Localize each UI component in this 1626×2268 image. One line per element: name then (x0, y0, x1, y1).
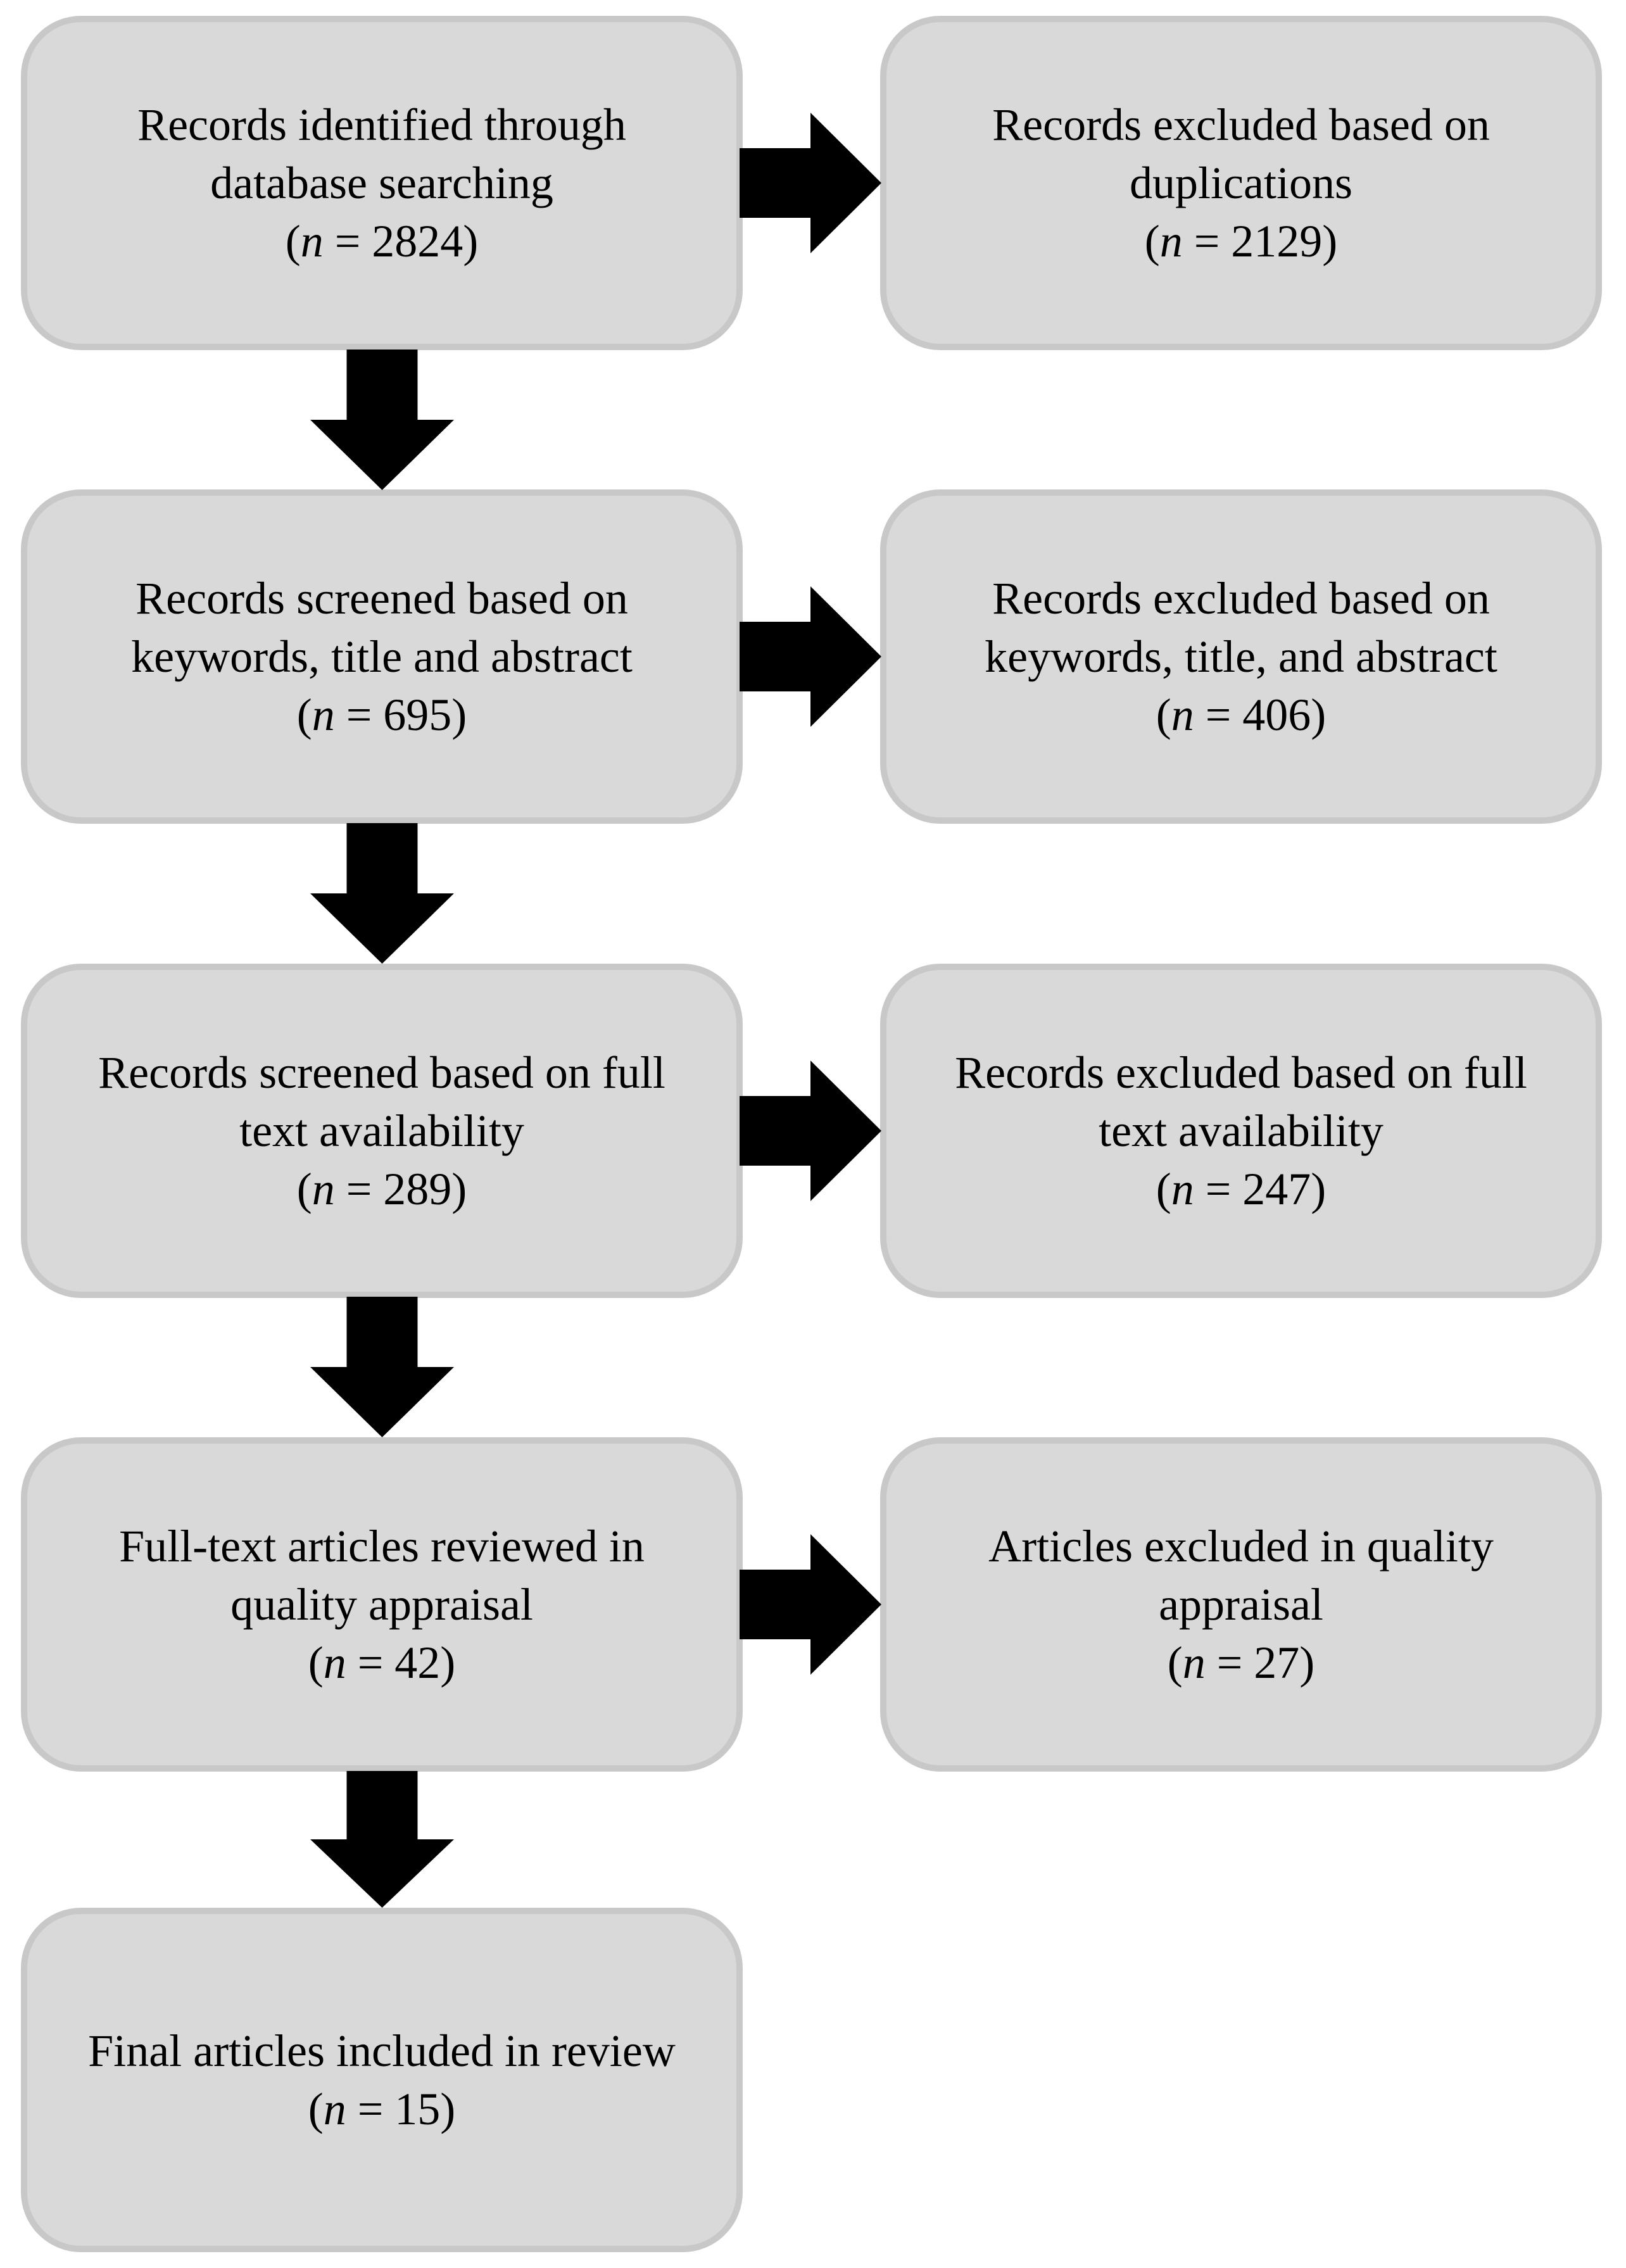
box-label: Full-text articles reviewed in quality a… (119, 1521, 645, 1630)
count-value: = 406) (1194, 690, 1327, 740)
down-arrow-icon (310, 1771, 454, 1908)
box-count: (n = 695) (27, 686, 736, 744)
box-excluded-duplications: Records excluded based on duplications (… (880, 16, 1602, 350)
count-open-paren: ( (308, 1637, 324, 1688)
count-value: = 247) (1194, 1164, 1327, 1214)
count-value: = 15) (346, 2084, 456, 2134)
count-open-paren: ( (296, 690, 312, 740)
count-value: = 42) (346, 1637, 456, 1688)
count-value: = 2129) (1182, 216, 1338, 267)
count-value: = 289) (334, 1164, 467, 1214)
box-count: (n = 289) (27, 1160, 736, 1218)
count-value: = 2824) (323, 216, 479, 267)
down-arrow-icon (310, 350, 454, 490)
count-n-symbol: n (1182, 1637, 1206, 1688)
box-label: Records identified through database sear… (137, 99, 626, 208)
count-n-symbol: n (1159, 216, 1183, 267)
count-n-symbol: n (300, 216, 324, 267)
right-arrow-icon (740, 1061, 881, 1201)
box-excluded-quality: Articles excluded in quality appraisal (… (880, 1437, 1602, 1772)
box-label: Articles excluded in quality appraisal (988, 1521, 1494, 1630)
count-open-paren: ( (296, 1164, 312, 1214)
box-excluded-fulltext: Records excluded based on full text avai… (880, 964, 1602, 1298)
box-label: Records screened based on full text avai… (98, 1047, 665, 1156)
box-label: Records excluded based on full text avai… (955, 1047, 1527, 1156)
count-n-symbol: n (1171, 1164, 1194, 1214)
count-n-symbol: n (323, 2084, 346, 2134)
count-open-paren: ( (1156, 1164, 1171, 1214)
box-count: (n = 15) (27, 2080, 736, 2138)
box-count: (n = 2129) (886, 212, 1596, 270)
count-n-symbol: n (312, 1164, 335, 1214)
box-records-identified: Records identified through database sear… (21, 16, 743, 350)
box-label: Records excluded based on keywords, titl… (985, 573, 1497, 682)
box-count: (n = 406) (886, 686, 1596, 744)
box-fulltext-reviewed: Full-text articles reviewed in quality a… (21, 1437, 743, 1772)
box-excluded-keywords: Records excluded based on keywords, titl… (880, 489, 1602, 824)
box-count: (n = 42) (27, 1634, 736, 1692)
count-n-symbol: n (312, 690, 335, 740)
right-arrow-icon (740, 113, 881, 253)
count-n-symbol: n (1171, 690, 1194, 740)
box-label: Records screened based on keywords, titl… (131, 573, 633, 682)
right-arrow-icon (740, 586, 881, 727)
count-open-paren: ( (1156, 690, 1171, 740)
box-count: (n = 247) (886, 1160, 1596, 1218)
count-open-paren: ( (1167, 1637, 1183, 1688)
right-arrow-icon (740, 1534, 881, 1675)
count-value: = 27) (1205, 1637, 1315, 1688)
box-count: (n = 2824) (27, 212, 736, 270)
count-open-paren: ( (1144, 216, 1160, 267)
box-final-included: Final articles included in review (n = 1… (21, 1908, 743, 2252)
box-records-screened-keywords: Records screened based on keywords, titl… (21, 489, 743, 824)
box-label: Records excluded based on duplications (992, 99, 1490, 208)
box-label: Final articles included in review (88, 2025, 676, 2076)
box-records-screened-fulltext: Records screened based on full text avai… (21, 964, 743, 1298)
down-arrow-icon (310, 823, 454, 964)
count-value: = 695) (334, 690, 467, 740)
down-arrow-icon (310, 1297, 454, 1437)
count-open-paren: ( (285, 216, 301, 267)
count-open-paren: ( (308, 2084, 324, 2134)
count-n-symbol: n (323, 1637, 346, 1688)
box-count: (n = 27) (886, 1634, 1596, 1692)
